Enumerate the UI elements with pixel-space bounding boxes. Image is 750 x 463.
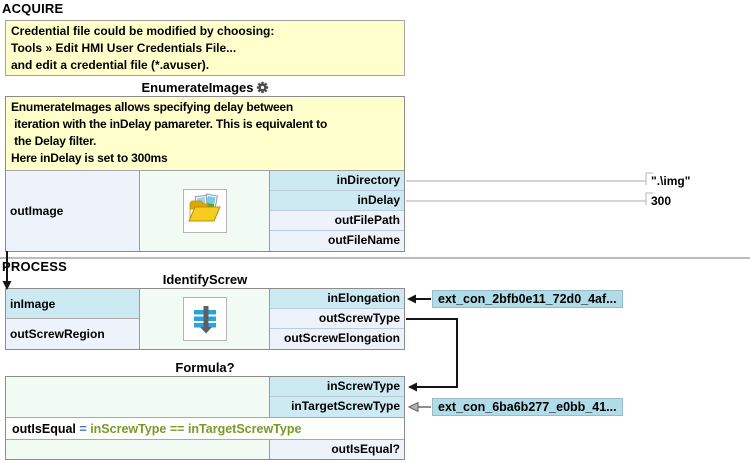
filter-comment-enumerateimages[interactable]: EnumerateImages allows specifying delay … — [6, 97, 404, 171]
formula-expression[interactable]: outIsEqual = inScrewType == inTargetScre… — [6, 417, 404, 440]
port-inscrewtype[interactable]: inScrewType — [270, 377, 404, 397]
external-connection-label[interactable]: ext_con_2bfb0e11_72d0_4af... — [432, 290, 623, 308]
filter-title-text: IdentifyScrew — [162, 272, 248, 287]
connection-indirectory-value[interactable] — [406, 172, 653, 185]
formula-operand: inTargetScrewType — [187, 422, 302, 436]
section-label-process: PROCESS — [2, 259, 67, 274]
port-outimage[interactable]: outImage — [6, 171, 140, 251]
external-connection-label[interactable]: ext_con_6ba6b277_e0bb_41... — [432, 398, 623, 416]
port-intargetscrewtype[interactable]: inTargetScrewType — [270, 397, 404, 417]
port-outfilepath[interactable]: outFilePath — [270, 211, 404, 231]
port-indirectory[interactable]: inDirectory — [270, 171, 404, 191]
comment-line: the Delay filter. — [11, 134, 97, 148]
filter-block-enumerateimages[interactable]: EnumerateImages allows specifying delay … — [5, 96, 405, 252]
formula-compare-operator: == — [169, 422, 185, 436]
port-inelongation[interactable]: inElongation — [270, 289, 404, 309]
port-outisequal[interactable]: outIsEqual? — [270, 440, 404, 459]
filter-block-formula[interactable]: inScrewType inTargetScrewType outIsEqual… — [5, 376, 405, 460]
formula-body-cell[interactable] — [6, 440, 270, 459]
port-outfilename[interactable]: outFileName — [270, 231, 404, 251]
comment-line: EnumerateImages allows specifying delay … — [11, 100, 294, 114]
formula-operand: inScrewType — [90, 422, 167, 436]
port-inimage[interactable]: inImage — [6, 289, 139, 319]
down-arrow-bars-icon — [182, 297, 227, 341]
port-outscrewelongation[interactable]: outScrewElongation — [270, 329, 404, 349]
comment-line: iteration with the inDelay pamareter. Th… — [11, 117, 328, 131]
connection-extcon2-intargetscrewtype[interactable] — [407, 401, 431, 413]
comment-note-credentials[interactable]: Credential file could be modified by cho… — [5, 20, 405, 76]
folder-images-icon — [182, 189, 227, 233]
filter-title-text: Formula? — [175, 360, 235, 375]
section-divider — [0, 257, 750, 259]
filter-icon-cell-identifyscrew[interactable] — [140, 289, 270, 349]
filter-title-formula[interactable]: Formula? — [5, 360, 405, 375]
connection-extcon1-inelongation[interactable] — [407, 294, 431, 304]
formula-assign-operator: = — [79, 422, 87, 436]
connection-outscrewtype-inscrewtype[interactable] — [406, 318, 458, 392]
value-indirectory[interactable]: ".\img" — [651, 174, 691, 188]
filter-title-enumerateimages[interactable]: EnumerateImages — [5, 80, 405, 95]
formula-body-cell[interactable] — [6, 377, 270, 417]
note-line: Tools » Edit HMI User Credentials File..… — [11, 41, 237, 55]
note-line: Credential file could be modified by cho… — [11, 24, 275, 38]
note-line: and edit a credential file (*.avuser). — [11, 58, 210, 72]
gear-icon[interactable] — [256, 81, 269, 94]
filter-block-identifyscrew[interactable]: inImage outScrewRegion inElongation outS… — [5, 288, 405, 350]
formula-output: outIsEqual — [12, 422, 76, 436]
comment-line: Here inDelay is set to 300ms — [11, 151, 168, 165]
filter-title-text: EnumerateImages — [141, 80, 254, 95]
section-label-acquire: ACQUIRE — [2, 1, 64, 16]
filter-icon-cell-enumerateimages[interactable] — [140, 171, 270, 251]
port-outscrewregion[interactable]: outScrewRegion — [6, 319, 139, 349]
port-outscrewtype[interactable]: outScrewType — [270, 309, 404, 329]
connection-indelay-value[interactable] — [406, 192, 653, 205]
filter-title-identifyscrew[interactable]: IdentifyScrew — [5, 272, 405, 287]
value-indelay[interactable]: 300 — [651, 194, 672, 208]
port-indelay[interactable]: inDelay — [270, 191, 404, 211]
